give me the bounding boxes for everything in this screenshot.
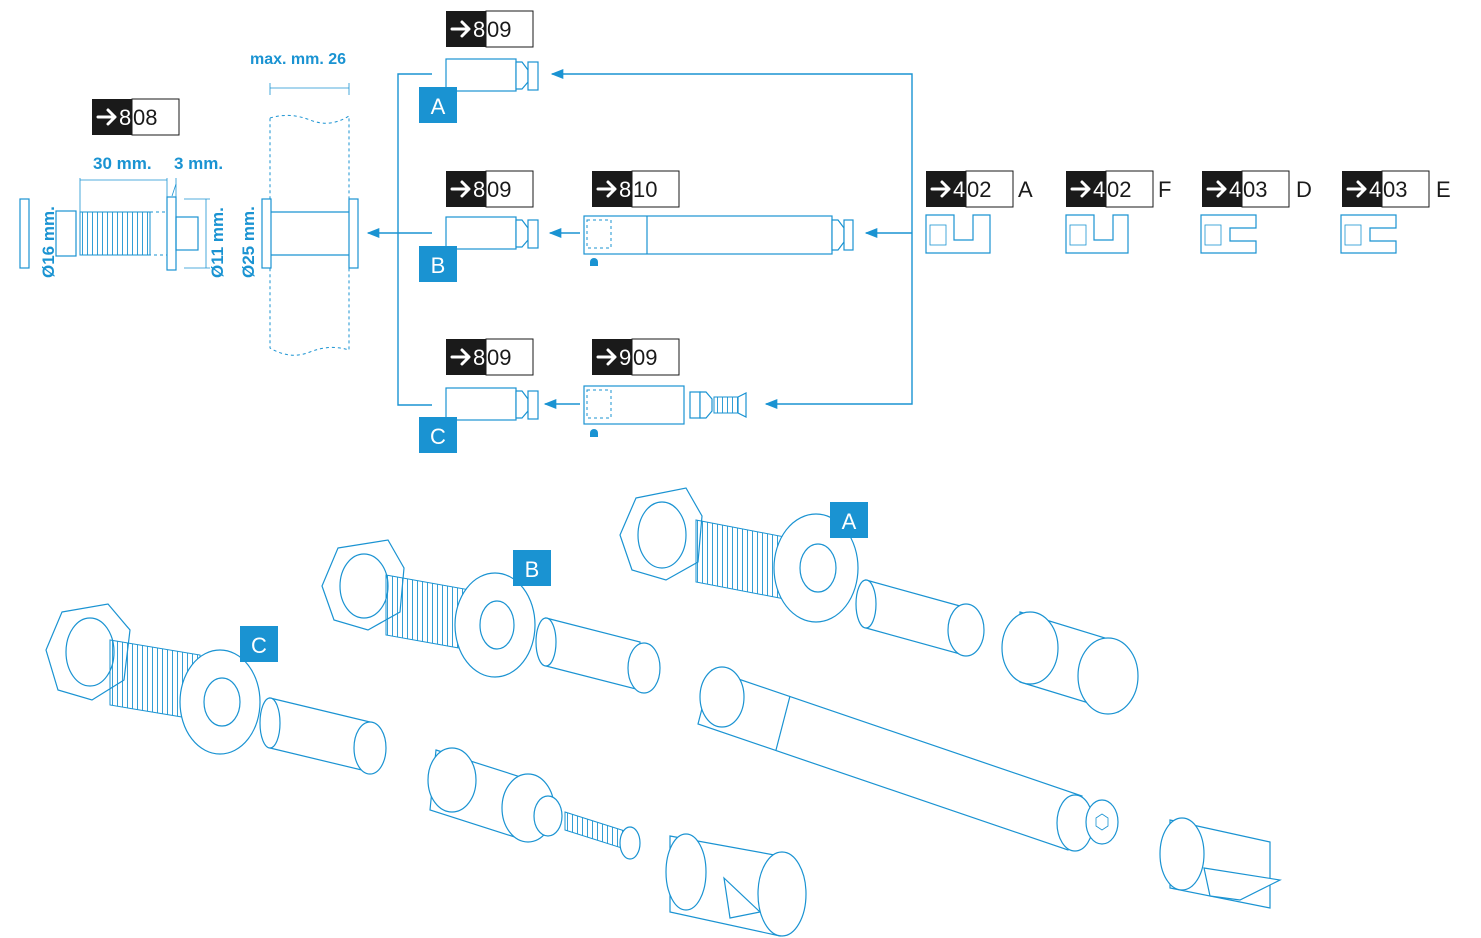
arrow-right-icon [450,20,471,38]
variant-letter-e: E [1436,177,1451,202]
sleeve-909-side [583,385,747,437]
svg-text:C: C [251,633,267,658]
svg-text:C: C [430,424,446,449]
svg-text:A: A [842,509,857,534]
variant-letter-d: D [1296,177,1312,202]
length-3-label: 3 mm. [174,154,223,173]
reference-suffix: 08 [133,105,157,130]
badge-b-bottom: B [513,550,551,586]
variant-icon-e [1340,214,1397,254]
reference-suffix: 09 [487,345,511,370]
reference-prefix: 4 [1093,177,1105,202]
flow-connectors [366,68,913,410]
isometric-cam-housing-1 [665,833,807,937]
pin-c-side [445,387,539,421]
variant-icon-a [925,214,991,254]
svg-text:A: A [431,94,446,119]
arrow-right-icon [1206,180,1227,198]
reference-suffix: 02 [1107,177,1131,202]
variant-icon-f [1065,214,1129,254]
reference-suffix: 02 [967,177,991,202]
variant-icon-d [1200,214,1257,254]
isometric-cam-housing-2 [1159,817,1282,909]
arrow-right-icon [1070,180,1091,198]
reference-prefix: 8 [473,177,485,202]
arrow-right-icon [96,108,117,126]
reference-prefix: 8 [473,345,485,370]
reference-suffix: 10 [633,177,657,202]
reference-suffix: 03 [1383,177,1407,202]
reference-prefix: 8 [119,105,131,130]
variant-letter-a: A [1018,177,1033,202]
arrow-right-icon [596,348,617,366]
length-30-label: 30 mm. [93,154,152,173]
badge-a-bottom: A [830,502,868,538]
reference-suffix: 09 [633,345,657,370]
diameter-11-label: Ø11 mm. [208,207,227,278]
arrow-right-icon [1346,180,1367,198]
arrow-right-icon [450,348,471,366]
isometric-c-assembly [45,603,387,775]
arrow-right-icon [596,180,617,198]
reference-suffix: 09 [487,177,511,202]
reference-prefix: 4 [1369,177,1381,202]
badge-c-top: C [419,417,457,453]
reference-prefix: 8 [619,177,631,202]
isometric-short-sleeve-screw [427,747,641,860]
svg-text:B: B [431,253,446,278]
badge-b-top: B [419,246,457,282]
isometric-a-assembly [619,487,1139,715]
isometric-b-assembly [321,539,661,694]
max-thickness-label: max. mm. 26 [250,51,346,68]
reference-prefix: 4 [1229,177,1241,202]
badge-c-bottom: C [240,626,278,662]
arrow-right-icon [930,180,951,198]
badge-a-top: A [419,87,457,123]
pin-a-side [445,58,539,92]
reference-prefix: 4 [953,177,965,202]
svg-text:B: B [525,557,540,582]
diameter-25-label: Ø25 mm. [239,206,258,278]
connector-side-view [19,178,210,271]
reference-suffix: 03 [1243,177,1267,202]
isometric-long-sleeve [697,666,1119,852]
panel-assembly [261,83,359,356]
sleeve-810-side [583,215,854,266]
pin-b-side [445,216,539,250]
reference-prefix: 9 [619,345,631,370]
diameter-16-label: Ø16 mm. [39,206,58,278]
reference-prefix: 8 [473,17,485,42]
arrow-right-icon [450,180,471,198]
variant-letter-f: F [1158,177,1171,202]
reference-suffix: 09 [487,17,511,42]
